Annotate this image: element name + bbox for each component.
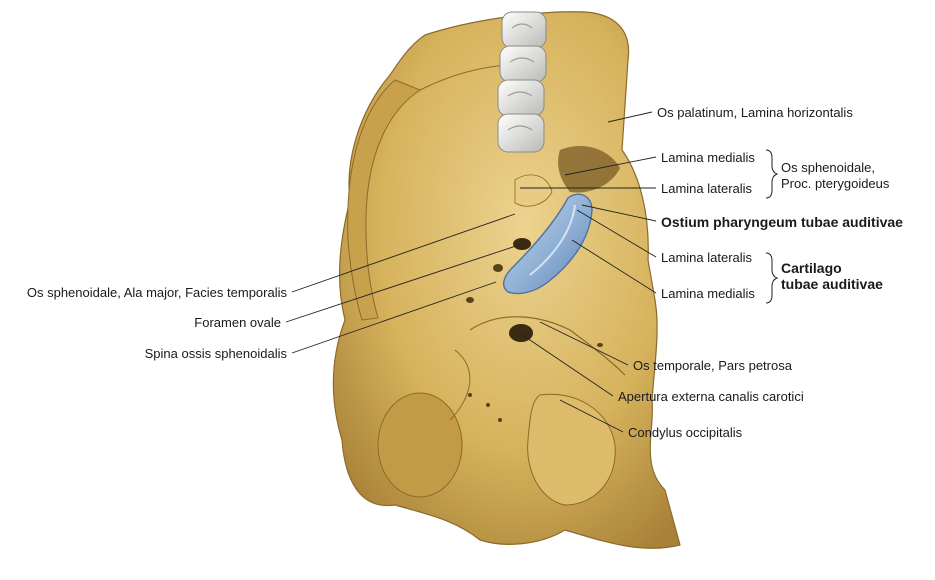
label-lamina-lateralis-cartilago: Lamina lateralis: [661, 250, 753, 265]
mastoid-lobe: [377, 392, 463, 498]
label-lamina-lateralis-pterygoid: Lamina lateralis: [661, 181, 753, 196]
label-lamina-medialis-cartilago: Lamina medialis: [661, 286, 755, 301]
label-ostium-pharyngeum: Ostium pharyngeum tubae auditivae: [661, 214, 903, 230]
label-os-sphenoidale-group-2: Proc. pterygoideus: [781, 176, 890, 191]
label-apertura-carotici: Apertura externa canalis carotici: [618, 389, 804, 404]
molar-teeth: [497, 11, 547, 153]
tuba-auditiva-cartilage: [502, 193, 593, 295]
carotid-aperture: [509, 324, 533, 342]
label-pars-petrosa: Os temporale, Pars petrosa: [633, 358, 792, 373]
condyle: [527, 393, 616, 506]
label-foramen-ovale: Foramen ovale: [194, 315, 281, 330]
label-cartilago-group-2: tubae auditivae: [781, 276, 883, 292]
zygomatic-arch: [347, 79, 422, 321]
label-spina-ossis: Spina ossis sphenoidalis: [144, 346, 287, 361]
label-ala-major: Os sphenoidale, Ala major, Facies tempor…: [26, 285, 287, 300]
label-condylus-occipitalis: Condylus occipitalis: [628, 425, 743, 440]
label-cartilago-group-1: Cartilago: [781, 260, 842, 276]
label-lamina-medialis-pterygoid: Lamina medialis: [661, 150, 755, 165]
label-os-palatinum: Os palatinum, Lamina horizontalis: [657, 105, 853, 120]
leader-lines: [285, 111, 657, 433]
label-os-sphenoidale-group-1: Os sphenoidale,: [781, 160, 875, 175]
